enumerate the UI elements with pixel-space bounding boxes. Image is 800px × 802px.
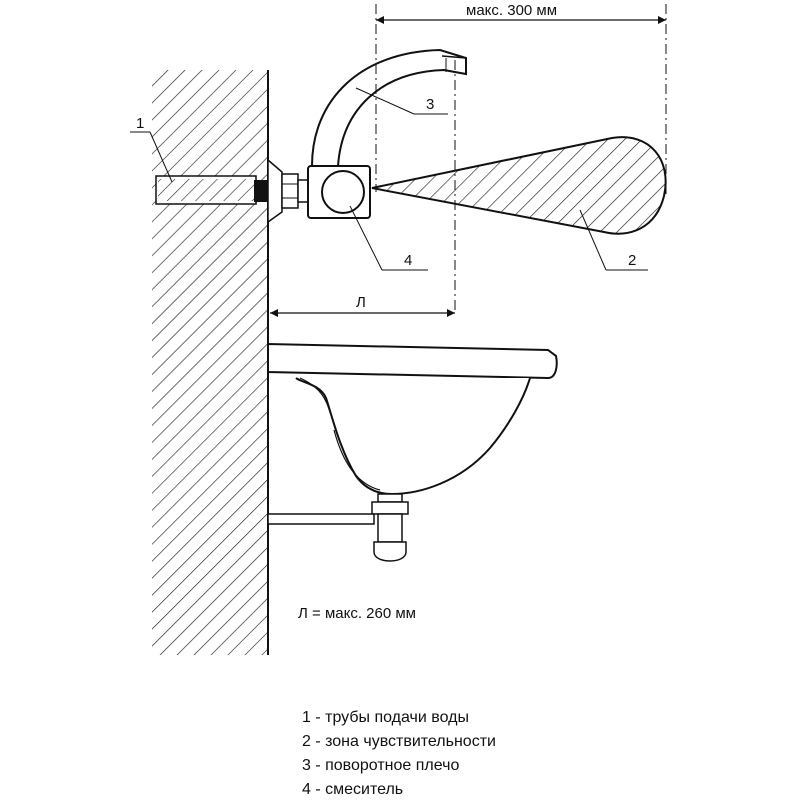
legend-item-1: 1 - трубы подачи воды (302, 709, 469, 726)
callout-1: 1 (130, 115, 173, 183)
wash-basin (267, 342, 558, 562)
legend: 1 - трубы подачи воды 2 - зона чувствите… (302, 706, 496, 802)
callout-2: 2 (579, 209, 648, 271)
sensitivity-zone (371, 136, 667, 235)
L-label: Л (356, 294, 366, 311)
water-supply-pipe (155, 158, 309, 224)
construction-lines (375, 4, 667, 312)
mixer-body (307, 165, 371, 219)
legend-item-2: 2 - зона чувствительности (302, 733, 496, 750)
callout-1-number: 1 (136, 115, 144, 132)
wall (152, 70, 269, 655)
L-max-note: Л = макс. 260 мм (298, 605, 416, 622)
dimension-max-reach: макс. 300 мм (376, 2, 666, 24)
dimension-L: Л (270, 294, 455, 317)
callout-4-number: 4 (404, 252, 412, 269)
max-reach-label: макс. 300 мм (466, 2, 557, 19)
legend-item-4: 4 - смеситель (302, 781, 404, 798)
callout-2-number: 2 (628, 252, 636, 269)
callout-3-number: 3 (426, 96, 434, 113)
callout-4: 4 (349, 205, 428, 271)
legend-item-3: 3 - поворотное плечо (302, 757, 460, 774)
callout-3: 3 (355, 87, 448, 115)
swivel-arm (310, 48, 467, 167)
